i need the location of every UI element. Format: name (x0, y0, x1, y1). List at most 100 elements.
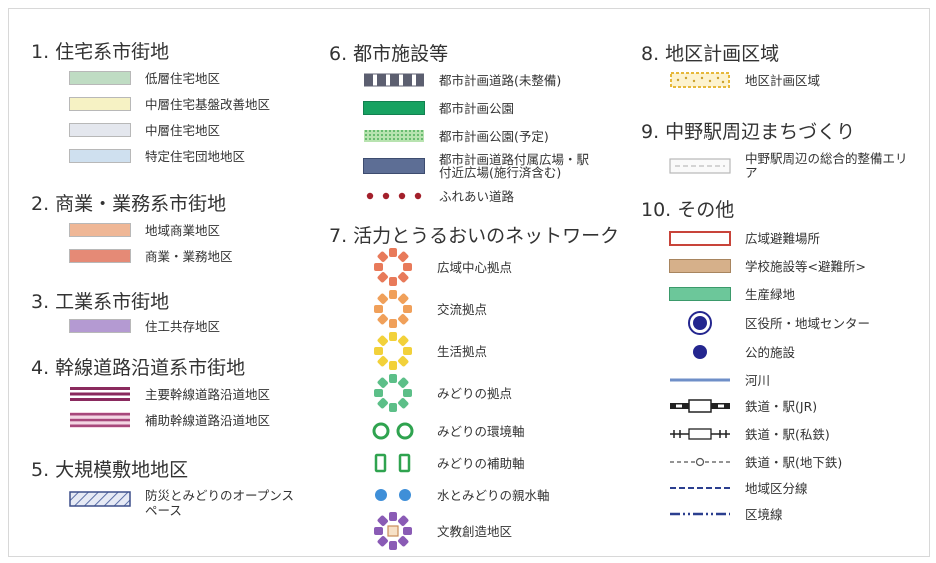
education-creation-district-icon (374, 512, 412, 550)
legend-item-river: 河川 (669, 369, 770, 391)
legend-item-fureai-road: ふれあい道路 (363, 185, 514, 207)
ward-boundary-line-icon (670, 512, 730, 516)
green-hub-icon (374, 374, 412, 412)
swatch-school-facility (669, 259, 731, 273)
legend-label: みどりの環境軸 (437, 423, 525, 439)
swatch-special-housing-complex (69, 149, 131, 163)
legend-item-district-boundary: 地域区分線 (669, 477, 808, 499)
legend-label: 主要幹線道路沿道地区 (145, 386, 271, 402)
section-title-nakano-station: 9. 中野駅周辺まちづくり (641, 121, 856, 143)
swatch-planned-park (363, 101, 425, 115)
swatch-road-plaza (363, 158, 425, 174)
railway-jr-icon (670, 399, 730, 413)
legend-item-local-commercial: 地域商業地区 (69, 219, 220, 241)
legend-item-green-auxiliary-axis: みどりの補助軸 (371, 449, 525, 477)
legend-item-mid-rise-residential: 中層住宅地区 (69, 119, 220, 141)
legend-label: 鉄道・駅(私鉄) (745, 426, 830, 442)
legend-item-exchange-hub: 交流拠点 (371, 287, 487, 331)
legend-label: 広域避難場所 (745, 230, 821, 246)
legend-label: 都市計画道路付属広場・駅付近広場(施行済含む) (439, 152, 590, 180)
river-line-icon (670, 378, 730, 382)
swatch-mid-rise-base-improvement (69, 97, 131, 111)
railway-subway-icon (670, 457, 730, 467)
legend-label: 広域中心拠点 (437, 259, 513, 275)
future-park-dotted-icon (364, 130, 424, 142)
legend-label: 商業・業務地区 (145, 248, 233, 264)
legend-item-planned-road-unbuilt: 都市計画道路(未整備) (363, 69, 561, 91)
legend-item-productive-green: 生産緑地 (669, 283, 795, 305)
legend-label: 河川 (745, 372, 771, 388)
railway-private-icon (670, 428, 730, 440)
legend-label: 中層住宅基盤改善地区 (145, 96, 271, 112)
legend-item-ward-office: 区役所・地域センター (669, 309, 870, 337)
swatch-mid-rise-residential (69, 123, 131, 137)
legend-label: 学校施設等<避難所> (745, 258, 866, 274)
unbuilt-road-icon (364, 73, 424, 87)
green-environment-axis-icon (372, 422, 414, 440)
legend-label: 地域区分線 (745, 480, 808, 496)
legend-label: 鉄道・駅(JR) (745, 398, 818, 414)
map-legend-panel: 1. 住宅系市街地 低層住宅地区 中層住宅基盤改善地区 中層住宅地区 特定住宅団… (8, 8, 930, 557)
legend-label: 防災とみどりのオープンスペース (145, 488, 295, 518)
nakano-station-area-icon (669, 158, 731, 174)
legend-item-auxiliary-arterial-roadside: 補助幹線道路沿道地区 (69, 409, 270, 431)
section-title-commercial: 2. 商業・業務系市街地 (31, 193, 227, 215)
section-title-network: 7. 活力とうるおいのネットワーク (329, 225, 620, 247)
public-facility-icon (693, 345, 707, 359)
legend-label: 水とみどりの親水軸 (437, 487, 550, 503)
legend-item-railway-subway: 鉄道・駅(地下鉄) (669, 451, 842, 473)
section-title-residential: 1. 住宅系市街地 (31, 41, 170, 63)
legend-item-road-plaza: 都市計画道路付属広場・駅付近広場(施行済含む) (363, 149, 599, 183)
swatch-evacuation-area (669, 230, 731, 246)
legend-item-green-environment-axis: みどりの環境軸 (371, 417, 525, 445)
swatch-low-rise-residential (69, 71, 131, 85)
legend-item-waterfront-axis: 水とみどりの親水軸 (371, 481, 550, 509)
section-title-other: 10. その他 (641, 199, 735, 221)
legend-label: 公的施設 (745, 344, 796, 360)
swatch-local-commercial (69, 223, 131, 237)
section-title-arterial-roadside: 4. 幹線道路沿道系市街地 (31, 357, 246, 379)
legend-label: 鉄道・駅(地下鉄) (745, 454, 843, 470)
living-hub-icon (374, 332, 412, 370)
legend-label: 地域商業地区 (145, 222, 221, 238)
green-auxiliary-axis-icon (374, 453, 411, 473)
exchange-hub-icon (374, 290, 412, 328)
legend-item-open-space: 防災とみどりのオープンスペース (69, 485, 295, 521)
legend-item-railway-private: 鉄道・駅(私鉄) (669, 423, 830, 445)
swatch-commercial-business (69, 249, 131, 263)
legend-item-planned-park-future: 都市計画公園(予定) (363, 125, 549, 147)
ward-office-icon (688, 311, 712, 335)
district-boundary-line-icon (670, 487, 730, 489)
legend-label: 中野駅周辺の総合的整備エリア (745, 151, 908, 180)
legend-item-residential-industrial-mix: 住工共存地区 (69, 315, 220, 337)
legend-label: 都市計画道路(未整備) (439, 72, 562, 88)
legend-label: 補助幹線道路沿道地区 (145, 412, 271, 428)
legend-label: 生活拠点 (437, 343, 488, 359)
legend-item-wide-area-center-hub: 広域中心拠点 (371, 245, 512, 289)
legend-item-commercial-business: 商業・業務地区 (69, 245, 233, 267)
legend-item-green-hub: みどりの拠点 (371, 371, 512, 415)
legend-item-district-plan-area: 地区計画区域 (669, 69, 820, 91)
section-title-district-plan: 8. 地区計画区域 (641, 43, 780, 65)
auxiliary-arterial-stripes-icon (70, 412, 130, 428)
legend-item-school-facility: 学校施設等<避難所> (669, 255, 866, 277)
legend-label: 中層住宅地区 (145, 122, 221, 138)
legend-label: みどりの補助軸 (437, 455, 525, 471)
waterfront-axis-icon (375, 489, 411, 501)
legend-item-evacuation-area: 広域避難場所 (669, 227, 820, 249)
legend-item-nakano-station-area: 中野駅周辺の総合的整備エリア (669, 149, 915, 183)
legend-item-low-rise-residential: 低層住宅地区 (69, 67, 220, 89)
legend-item-planned-park: 都市計画公園 (363, 97, 514, 119)
legend-item-public-facility: 公的施設 (669, 341, 795, 363)
section-title-industrial: 3. 工業系市街地 (31, 291, 170, 313)
legend-label: 交流拠点 (437, 301, 488, 317)
section-title-urban-facilities: 6. 都市施設等 (329, 43, 449, 65)
legend-item-major-arterial-roadside: 主要幹線道路沿道地区 (69, 383, 270, 405)
legend-label: 地区計画区域 (745, 72, 821, 88)
swatch-residential-industrial-mix (69, 319, 131, 333)
wide-area-center-hub-icon (374, 248, 412, 286)
legend-item-ward-boundary: 区境線 (669, 503, 783, 525)
section-title-large-site: 5. 大規模敷地地区 (31, 459, 189, 481)
legend-label: みどりの拠点 (437, 385, 513, 401)
legend-label: 都市計画公園 (439, 100, 515, 116)
